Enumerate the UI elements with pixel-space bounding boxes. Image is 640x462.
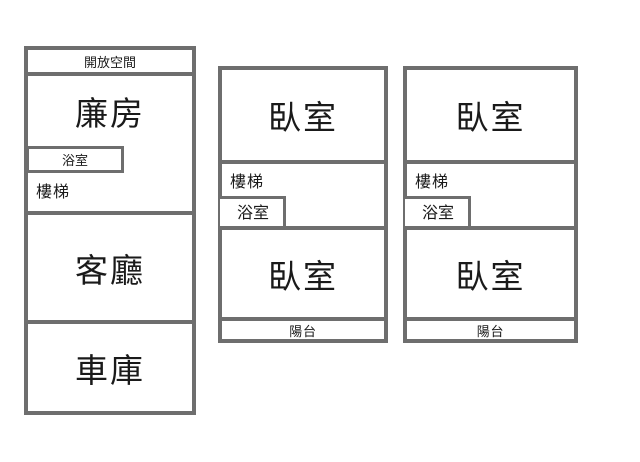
wall-stairs-bedroom-divider bbox=[407, 226, 574, 230]
room-bedroom-bottom: 臥室 bbox=[455, 256, 526, 296]
wall-stairs-living-divider bbox=[28, 211, 192, 215]
room-living: 客廳 bbox=[75, 250, 145, 290]
room-bathroom-label: 浴室 bbox=[236, 203, 269, 222]
bathroom-top-rail bbox=[220, 196, 286, 199]
room-bathroom: 浴室 bbox=[405, 196, 471, 226]
wall-balcony-divider bbox=[222, 317, 384, 321]
room-bedroom-top: 臥室 bbox=[455, 98, 526, 137]
wall-bedroom-stairs-divider bbox=[222, 160, 384, 164]
room-kitchen: 廉房 bbox=[75, 94, 145, 133]
bathroom-right-rail bbox=[283, 196, 286, 226]
room-bathroom: 浴室 bbox=[220, 196, 286, 226]
wall-stairs-bedroom-divider bbox=[222, 226, 384, 230]
wall-living-garage-divider bbox=[28, 320, 192, 324]
wall-open-space-divider bbox=[28, 72, 192, 76]
room-bedroom-bottom: 臥室 bbox=[268, 256, 338, 296]
unit-right: 臥室 樓梯 浴室 臥室 陽台 bbox=[403, 66, 578, 343]
room-stairs: 樓梯 bbox=[36, 182, 70, 201]
wall-balcony-divider bbox=[407, 317, 574, 321]
room-bedroom-top: 臥室 bbox=[268, 98, 338, 137]
bathroom-top-rail bbox=[405, 196, 471, 199]
room-open-space: 開放空間 bbox=[28, 50, 192, 72]
unit-middle: 臥室 樓梯 浴室 臥室 陽台 bbox=[218, 66, 388, 343]
room-stairs: 樓梯 bbox=[415, 172, 449, 191]
room-bathroom-label: 浴室 bbox=[421, 203, 454, 222]
room-balcony: 陽台 bbox=[476, 324, 505, 340]
room-stairs: 樓梯 bbox=[230, 172, 264, 191]
room-balcony: 陽台 bbox=[289, 324, 317, 340]
room-garage: 車庫 bbox=[75, 350, 145, 390]
wall-bedroom-stairs-divider bbox=[407, 160, 574, 164]
bathroom-right-rail bbox=[468, 196, 471, 226]
room-bathroom: 浴室 bbox=[26, 146, 124, 173]
unit-left: 開放空間 廉房 浴室 樓梯 客廳 車庫 bbox=[24, 46, 196, 415]
